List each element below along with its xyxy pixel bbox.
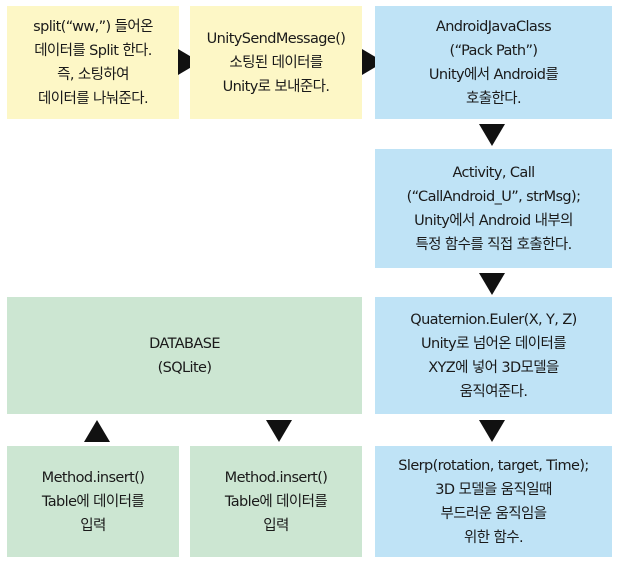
database-box: DATABASE (SQLite) — [7, 297, 362, 414]
activity-line-4: 특정 함수를 직접 호출한다. — [415, 236, 572, 253]
arrow-down-icon — [479, 124, 505, 146]
arrow-down-icon — [266, 420, 292, 442]
slerp-box: Slerp(rotation, target, Time); 3D 모델을 움직… — [375, 446, 612, 557]
method-insert-right-box: Method.insert() Table에 데이터를 입력 — [190, 446, 362, 557]
android-class-line-4: 호출한다. — [466, 90, 522, 107]
slerp-line-4: 위한 함수. — [464, 529, 524, 546]
insert-right-line-1: Method.insert() — [224, 469, 328, 486]
insert-right-line-3: 입력 — [263, 517, 289, 534]
quaternion-line-3: XYZ에 넣어 3D모델을 — [428, 359, 559, 376]
arrow-down-icon — [479, 273, 505, 295]
send-line-1: UnitySendMessage() — [206, 30, 346, 47]
send-line-2: 소팅된 데이터를 — [229, 54, 323, 71]
activity-call-box: Activity, Call (“CallAndroid_U”, strMsg)… — [375, 149, 612, 268]
arrow-up-icon — [84, 420, 110, 442]
method-insert-left-box: Method.insert() Table에 데이터를 입력 — [7, 446, 179, 557]
insert-left-line-3: 입력 — [80, 517, 106, 534]
split-line-2: 데이터를 Split 한다. — [34, 42, 152, 59]
database-line-2: (SQLite) — [157, 359, 212, 376]
quaternion-line-4: 움직여준다. — [459, 383, 528, 400]
split-line-3: 즉, 소팅하여 — [57, 66, 129, 83]
quaternion-line-1: Quaternion.Euler(X, Y, Z) — [410, 311, 577, 328]
android-class-line-2: (“Pack Path”) — [449, 42, 539, 59]
slerp-line-1: Slerp(rotation, target, Time); — [398, 457, 589, 474]
split-box: split(“ww,”) 들어온 데이터를 Split 한다. 즉, 소팅하여 … — [7, 6, 179, 119]
split-line-1: split(“ww,”) 들어온 — [33, 18, 153, 35]
quaternion-box: Quaternion.Euler(X, Y, Z) Unity로 넘어온 데이터… — [375, 297, 612, 414]
database-line-1: DATABASE — [149, 335, 220, 352]
send-message-box: UnitySendMessage() 소팅된 데이터를 Unity로 보내준다. — [190, 6, 362, 119]
slerp-line-3: 부드러운 움직임을 — [440, 505, 548, 522]
android-class-line-3: Unity에서 Android를 — [428, 66, 559, 83]
slerp-line-2: 3D 모델을 움직일때 — [435, 481, 552, 498]
insert-right-line-2: Table에 데이터를 — [224, 493, 328, 510]
split-line-4: 데이터를 나눠준다. — [38, 90, 149, 107]
activity-line-3: Unity에서 Android 내부의 — [414, 212, 573, 229]
android-java-class-box: AndroidJavaClass (“Pack Path”) Unity에서 A… — [375, 6, 612, 119]
activity-line-1: Activity, Call — [452, 164, 535, 181]
send-line-3: Unity로 보내준다. — [222, 78, 330, 95]
android-class-line-1: AndroidJavaClass — [435, 18, 552, 35]
insert-left-line-1: Method.insert() — [41, 469, 145, 486]
quaternion-line-2: Unity로 넘어온 데이터를 — [420, 335, 567, 352]
insert-left-line-2: Table에 데이터를 — [41, 493, 145, 510]
activity-line-2: (“CallAndroid_U”, strMsg); — [406, 188, 581, 205]
arrow-down-icon — [479, 420, 505, 442]
